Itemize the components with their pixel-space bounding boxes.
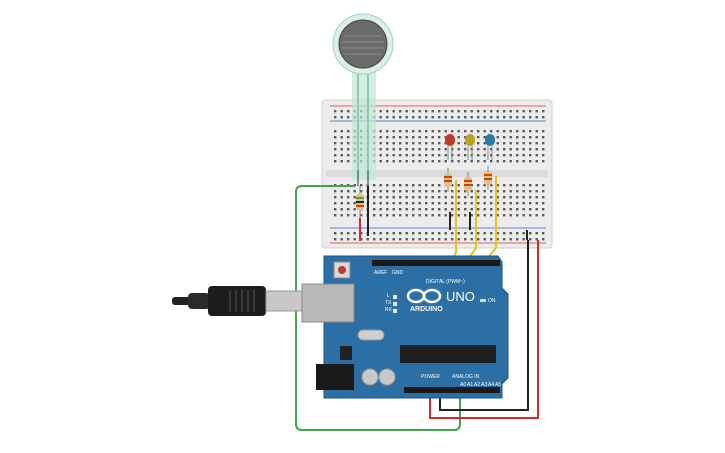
on-label: ON — [488, 298, 496, 304]
gnd-label: GND — [392, 270, 404, 276]
svg-text:A4: A4 — [488, 382, 494, 388]
digital-header[interactable] — [372, 260, 500, 266]
sensor-resistor[interactable] — [356, 186, 364, 218]
svg-text:A0: A0 — [460, 382, 466, 388]
red-power-wire[interactable] — [429, 240, 539, 419]
crystal — [357, 329, 385, 341]
power-jack — [316, 364, 354, 390]
rx-label: RX — [385, 307, 393, 313]
led-resistors[interactable] — [444, 166, 492, 196]
led-ground-jumpers[interactable] — [449, 212, 528, 240]
analog-label: ANALOG IN — [452, 374, 480, 380]
usb-b-port — [301, 283, 355, 323]
arduino-uno-board[interactable] — [301, 255, 509, 399]
power-label: POWER — [421, 374, 440, 380]
svg-text:A3: A3 — [481, 382, 487, 388]
arduino-logo-icon — [406, 288, 442, 304]
svg-text:A2: A2 — [474, 382, 480, 388]
svg-text:A1: A1 — [467, 382, 473, 388]
red-led[interactable] — [445, 134, 455, 160]
model-label: UNO — [446, 289, 475, 304]
green-wire[interactable] — [295, 185, 461, 431]
voltage-regulator — [340, 346, 352, 360]
analog-pin-labels: A0 A1 A2 A3 A4 A5 — [460, 382, 501, 388]
aref-label: AREF — [374, 270, 387, 276]
tx-label: TX — [385, 300, 392, 306]
capacitor-left — [361, 368, 379, 386]
atmega-chip — [400, 345, 496, 363]
power-analog-header[interactable] — [404, 387, 500, 393]
force-sensor[interactable] — [332, 13, 394, 186]
blue-led[interactable] — [485, 134, 495, 160]
brand-label: ARDUINO — [410, 306, 443, 313]
usb-cable[interactable] — [172, 286, 303, 316]
capacitor-right — [378, 368, 396, 386]
black-ground-wire[interactable] — [439, 240, 529, 411]
digital-header-label: DIGITAL (PWM~) — [426, 279, 465, 285]
l-label: L — [387, 293, 390, 299]
svg-text:A5: A5 — [495, 382, 501, 388]
yellow-led[interactable] — [465, 134, 475, 160]
